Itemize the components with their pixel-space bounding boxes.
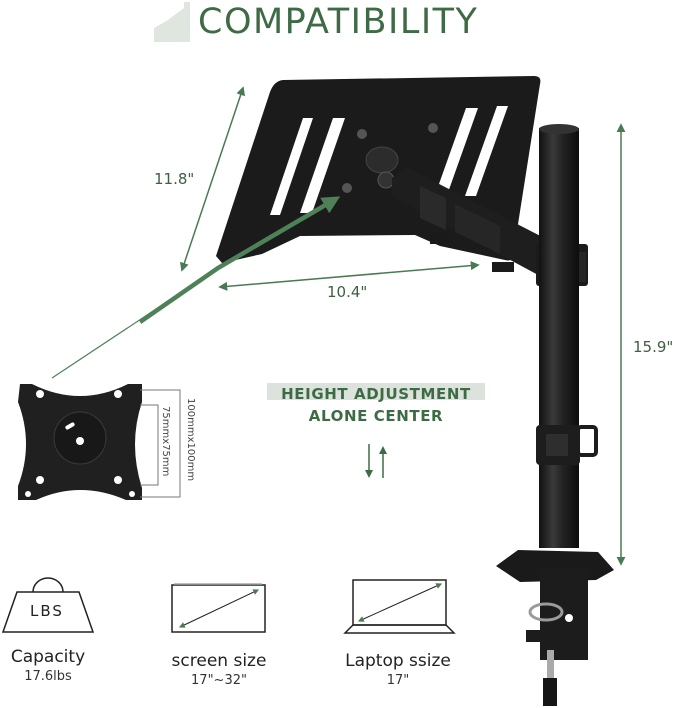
weight-icon-text: LBS (30, 602, 64, 620)
tray-width-dimension (218, 261, 480, 291)
screen-icon (171, 583, 266, 633)
highlight-bar (267, 383, 485, 400)
tray-depth-label: 11.8" (154, 170, 195, 188)
pole-height-label: 15.9" (633, 338, 674, 356)
vesa-plate (18, 384, 181, 500)
title-banner: COMPATIBILITY (150, 0, 510, 46)
height-adjustment-line2: ALONE CENTER (308, 407, 444, 425)
banner-flag-icon (154, 2, 190, 42)
feature-screen-size: screen size 17"~32" (158, 650, 280, 690)
page-title: COMPATIBILITY (198, 2, 479, 42)
feature-capacity: Capacity 17.6lbs (0, 646, 96, 686)
up-down-arrows-icon (365, 444, 387, 478)
laptop-icon (343, 579, 456, 634)
pole (536, 124, 598, 548)
weight-icon (1, 577, 95, 633)
feature-laptop-size: Laptop ssize 17" (334, 650, 462, 690)
feature-name: screen size (171, 651, 267, 671)
vesa-100-label: 100mmx100mm (185, 398, 196, 482)
feature-value: 17" (386, 673, 410, 688)
vesa-75-label: 75mmx75mm (160, 406, 171, 477)
feature-name: Laptop ssize (345, 651, 451, 671)
tray-width-label: 10.4" (327, 283, 368, 301)
height-adjustment-callout: HEIGHT ADJUSTMENT ALONE CENTER (267, 383, 485, 427)
tray-depth-dimension (180, 86, 245, 272)
feature-name: Capacity (10, 647, 86, 667)
feature-value: 17.6lbs (24, 669, 72, 684)
desk-clamp (496, 550, 614, 706)
height-adjustment-line1: HEIGHT ADJUSTMENT (281, 385, 471, 403)
feature-value: 17"~32" (191, 673, 247, 688)
